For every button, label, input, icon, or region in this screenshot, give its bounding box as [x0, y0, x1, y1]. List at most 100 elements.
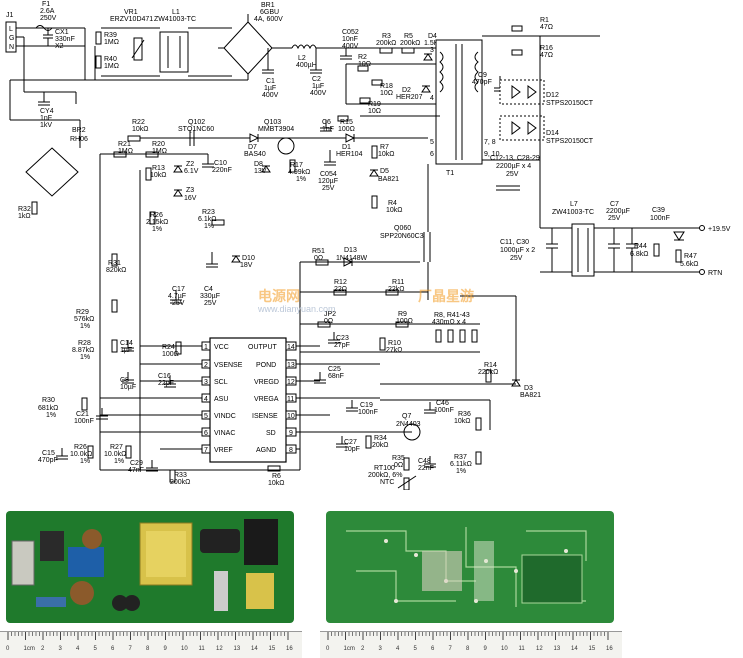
svg-text:R31: R31 — [108, 260, 121, 267]
svg-text:STQ1NC60: STQ1NC60 — [178, 126, 214, 133]
capacitor-c25: C25 68nF — [314, 366, 344, 384]
svg-text:470pF: 470pF — [38, 457, 58, 464]
svg-text:25V: 25V — [172, 300, 185, 307]
choke-l7: L7 ZW41003-TC — [552, 201, 595, 277]
svg-text:VCC: VCC — [214, 344, 229, 351]
svg-text:1%: 1% — [80, 323, 90, 330]
resistor-r10: R10 27kΩ — [379, 337, 403, 354]
svg-text:ZW41003-TC: ZW41003-TC — [154, 16, 196, 23]
svg-text:R29: R29 — [76, 309, 89, 316]
svg-text:25V: 25V — [204, 300, 217, 307]
ruler-label: 9 — [484, 646, 488, 652]
svg-text:4.99kΩ: 4.99kΩ — [288, 169, 310, 176]
svg-text:HER207: HER207 — [396, 94, 423, 101]
svg-text:SCL: SCL — [214, 379, 228, 386]
svg-text:SD: SD — [266, 430, 276, 437]
svg-text:3: 3 — [204, 379, 208, 386]
rectifier-d12: D12 STPS20150CT — [499, 79, 594, 107]
watermark-right: 厂晶星游 — [418, 288, 474, 304]
svg-text:22pF: 22pF — [158, 380, 174, 387]
capacitor-c27: C27 10pF — [336, 436, 360, 453]
svg-text:C4: C4 — [204, 286, 213, 293]
svg-text:2200µF: 2200µF — [606, 208, 630, 215]
ruler-label: 5 — [414, 646, 418, 652]
svg-text:7, 8: 7, 8 — [484, 139, 496, 146]
svg-text:F1: F1 — [42, 1, 50, 8]
svg-text:1%: 1% — [80, 354, 90, 361]
ruler-label: 16 — [606, 646, 613, 652]
bridge-br1: BR1 6GBU 4A, 600V — [223, 2, 283, 75]
svg-text:9: 9 — [289, 430, 293, 437]
svg-text:C14: C14 — [120, 340, 133, 347]
svg-text:VINAC: VINAC — [214, 430, 235, 437]
resistor-r24: R24 100Ω — [162, 341, 182, 358]
capacitor-c17: C17 4.7µF 25V — [168, 286, 186, 307]
ruler-label: 6 — [111, 646, 115, 652]
svg-text:D12: D12 — [546, 92, 559, 99]
svg-text:D2: D2 — [402, 87, 411, 94]
svg-text:330µF: 330µF — [200, 293, 220, 300]
svg-text:JP2: JP2 — [324, 311, 336, 318]
svg-text:R15: R15 — [340, 119, 353, 126]
capacitor-c052: C052 10nF 400V — [340, 29, 359, 60]
svg-text:4: 4 — [430, 95, 434, 102]
svg-text:10kΩ: 10kΩ — [386, 207, 403, 214]
svg-text:220nF: 220nF — [212, 167, 232, 174]
svg-text:L: L — [9, 26, 13, 33]
svg-text:R39: R39 — [104, 32, 117, 39]
svg-text:100Ω: 100Ω — [162, 351, 179, 358]
ruler-label: 14 — [251, 646, 258, 652]
capacitor-c1: C1 1µF 400V — [262, 48, 279, 99]
svg-text:R33: R33 — [174, 472, 187, 479]
svg-text:BAS40: BAS40 — [244, 151, 266, 158]
ruler-label: 2 — [41, 646, 45, 652]
svg-text:R3: R3 — [382, 33, 391, 40]
svg-text:RH06: RH06 — [70, 136, 88, 143]
resistor-r35: R35 0Ω — [392, 455, 410, 471]
svg-text:0Ω: 0Ω — [394, 462, 403, 469]
svg-text:C6: C6 — [322, 119, 331, 126]
svg-text:2: 2 — [204, 362, 208, 369]
svg-text:BA821: BA821 — [378, 176, 399, 183]
inductor-l2: L2 400µH — [291, 44, 317, 69]
svg-text:2.6A: 2.6A — [40, 8, 55, 15]
capacitor-c19: C19 100nF — [346, 400, 378, 416]
resistor-r28: R28 8.87kΩ 1% — [72, 339, 118, 361]
svg-text:VR1: VR1 — [124, 9, 138, 16]
svg-text:25V: 25V — [322, 185, 335, 192]
svg-text:10Ω: 10Ω — [368, 108, 381, 115]
ruler-label: 1cm — [24, 646, 35, 652]
svg-text:10kΩ: 10kΩ — [454, 418, 471, 425]
svg-text:576kΩ: 576kΩ — [74, 316, 94, 323]
svg-text:1kV: 1kV — [40, 122, 52, 129]
svg-text:R36: R36 — [458, 411, 471, 418]
svg-text:R44: R44 — [634, 243, 647, 250]
svg-text:C39: C39 — [652, 207, 665, 214]
ruler-label: 8 — [466, 646, 470, 652]
ruler-label: 7 — [449, 646, 453, 652]
svg-text:Q102: Q102 — [188, 119, 205, 126]
resistor-r44: R44 6.8kΩ — [630, 243, 660, 258]
svg-text:R28: R28 — [78, 340, 91, 347]
diode-d5: D5 BA821 — [369, 168, 399, 183]
resistor-r13: R13 10kΩ — [145, 165, 167, 181]
svg-text:27kΩ: 27kΩ — [386, 347, 403, 354]
pcb-board-top — [6, 511, 294, 623]
bjt-q7: Q7 2N4403 — [396, 413, 421, 441]
capacitor-c46: C46 100nF — [424, 400, 454, 414]
ruler-label: 4 — [76, 646, 80, 652]
svg-text:OUTPUT: OUTPUT — [248, 344, 278, 351]
rectifier-d14: D14 STPS20150CT — [499, 115, 594, 145]
mosfet-q060: Q060 SPP20N60C3 — [380, 225, 431, 262]
resistor-r2: R2 10Ω — [357, 54, 371, 72]
diode-d1: D1 HER104 — [336, 133, 363, 158]
svg-text:L1: L1 — [172, 9, 180, 16]
svg-text:6.1V: 6.1V — [184, 168, 199, 175]
resistor-r36: R36 10kΩ — [454, 411, 482, 431]
svg-text:C19: C19 — [360, 402, 373, 409]
svg-text:470pF: 470pF — [472, 79, 492, 86]
